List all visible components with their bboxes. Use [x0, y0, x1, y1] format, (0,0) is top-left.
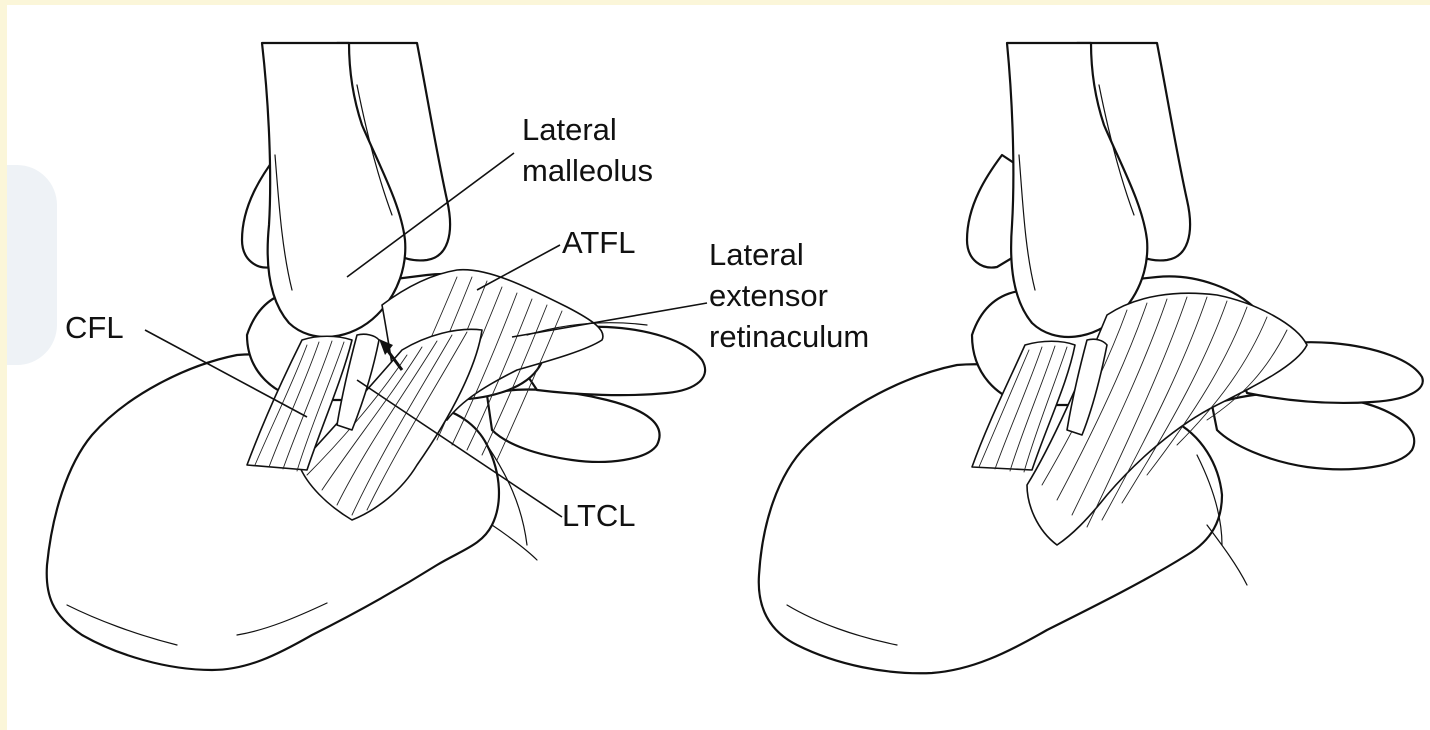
- label-lateral-extensor-retinaculum-line2: extensor: [709, 278, 828, 313]
- label-lateral-malleolus-line1: Lateral: [522, 112, 617, 147]
- label-ltcl: LTCL: [562, 498, 636, 533]
- right-ankle-drawing: [759, 43, 1423, 673]
- figure-frame: Lateral malleolus ATFL Lateral extensor …: [7, 5, 1430, 730]
- right-cuboid: [1212, 393, 1414, 469]
- label-lateral-extensor-retinaculum-line1: Lateral: [709, 237, 804, 272]
- label-lateral-malleolus-line2: malleolus: [522, 153, 653, 188]
- label-atfl: ATFL: [562, 225, 636, 260]
- label-lateral-extensor-retinaculum-line3: retinaculum: [709, 319, 869, 354]
- label-cfl: CFL: [65, 310, 124, 345]
- ankle-ligament-illustration: Lateral malleolus ATFL Lateral extensor …: [7, 5, 1430, 730]
- right-medial-malleolus: [967, 155, 1017, 268]
